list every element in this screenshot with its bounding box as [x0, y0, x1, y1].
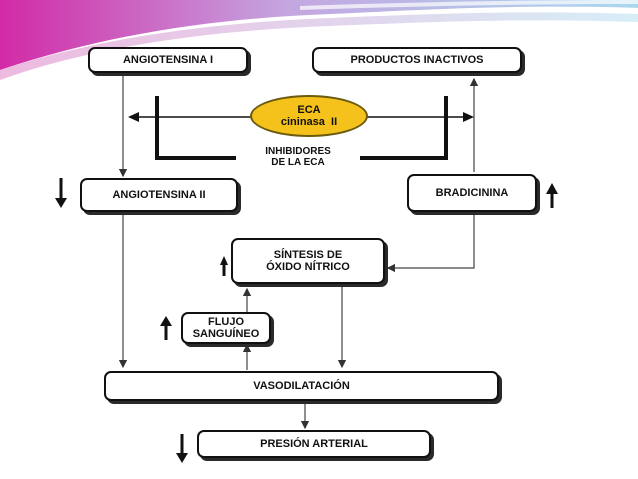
decorative-banner — [0, 0, 638, 80]
presion-arterial-box: PRESIÓN ARTERIAL — [197, 430, 431, 458]
cininasa-label: cininasa II — [280, 116, 338, 128]
eca-label: ECA — [297, 104, 321, 116]
inhibidores-eca-label: INHIBIDORES DE LA ECA — [236, 146, 360, 168]
productos-inactivos-box: PRODUCTOS INACTIVOS — [312, 47, 522, 73]
angiotensina-ii-box: ANGIOTENSINA II — [80, 178, 238, 212]
bradicinina-box: BRADICININA — [407, 174, 537, 212]
angiotensina-i-box: ANGIOTENSINA I — [88, 47, 248, 73]
eca-enzyme-ellipse: ECA cininasa II — [250, 95, 368, 137]
vasodilatacion-box: VASODILATACIÓN — [104, 371, 499, 401]
sintesis-oxido-nitrico-box: SÍNTESIS DE ÓXIDO NÍTRICO — [231, 238, 385, 284]
flujo-sanguineo-box: FLUJO SANGUÍNEO — [181, 312, 271, 344]
